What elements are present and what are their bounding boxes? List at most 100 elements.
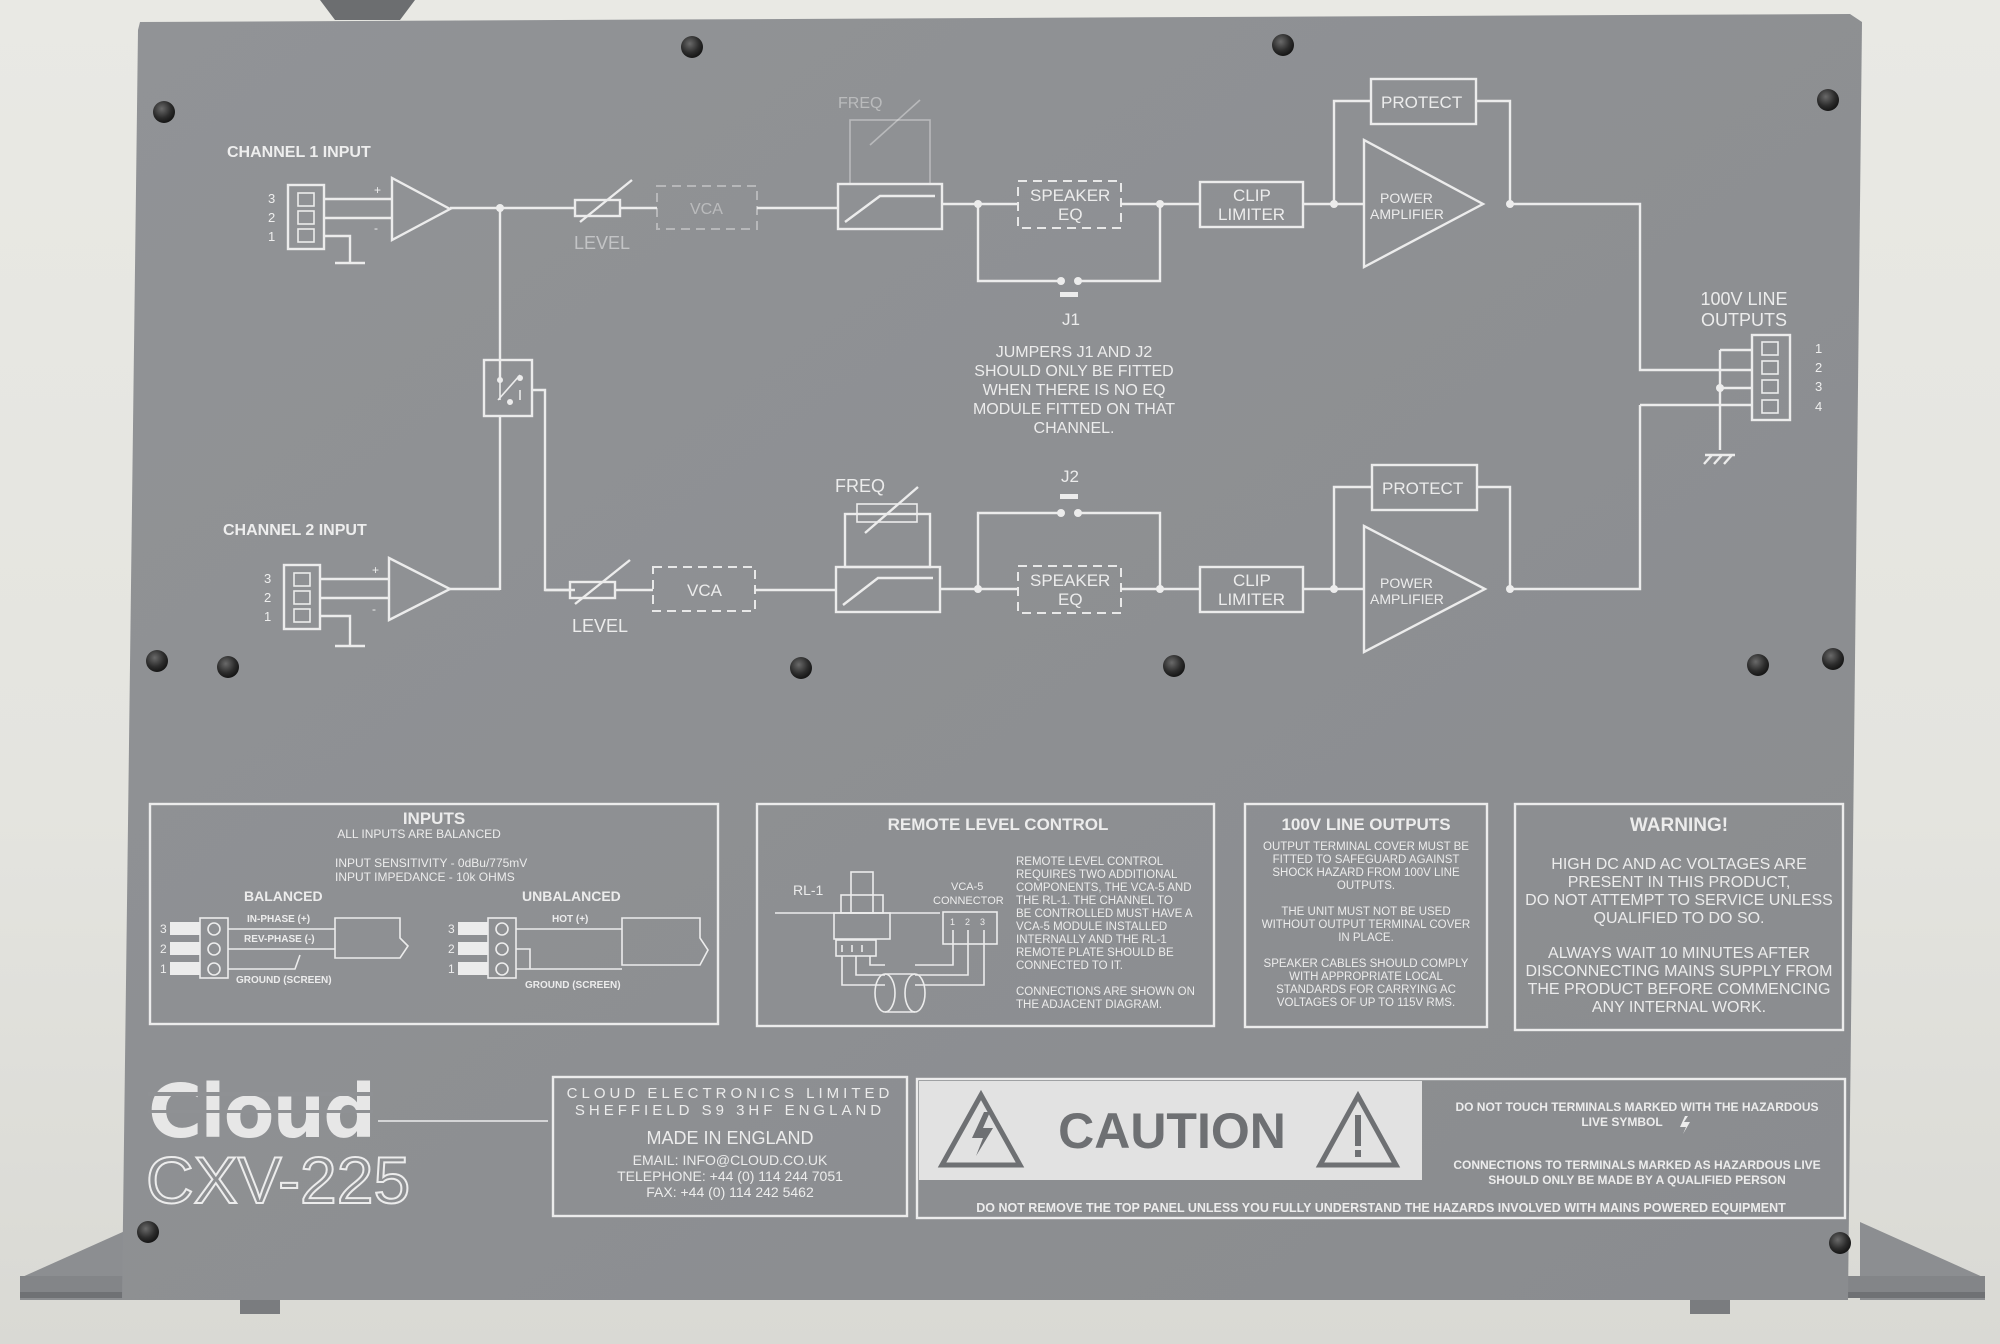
svg-text:VCA: VCA [687,581,723,600]
svg-text:EQ: EQ [1058,205,1083,224]
svg-text:4: 4 [1815,399,1822,414]
screw [153,101,175,123]
svg-text:HIGH DC AND AC VOLTAGES ARE: HIGH DC AND AC VOLTAGES ARE [1551,856,1806,873]
svg-text:AMPLIFIER: AMPLIFIER [1370,206,1444,222]
svg-text:CHANNEL.: CHANNEL. [1034,420,1115,437]
channel-1-input-label: CHANNEL 1 INPUT [227,144,371,161]
svg-text:CLIP: CLIP [1233,186,1271,205]
svg-text:1: 1 [1815,341,1822,356]
svg-text:SHOULD ONLY BE FITTED: SHOULD ONLY BE FITTED [974,363,1173,380]
svg-text:IN PLACE.: IN PLACE. [1338,932,1394,944]
svg-text:REMOTE PLATE SHOULD BE: REMOTE PLATE SHOULD BE [1016,947,1174,959]
caution-panel: CAUTION DO NOT TOUCH TERMINALS MARKED WI… [915,1077,1847,1220]
svg-text:100V LINE: 100V LINE [1700,289,1787,309]
svg-text:BE CONTROLLED MUST HAVE A: BE CONTROLLED MUST HAVE A [1016,908,1193,920]
svg-text:SPEAKER: SPEAKER [1030,571,1110,590]
svg-text:THE UNIT MUST NOT BE USED: THE UNIT MUST NOT BE USED [1281,906,1450,918]
svg-text:3: 3 [264,571,271,586]
svg-text:BALANCED: BALANCED [244,888,323,904]
svg-text:3: 3 [268,191,275,206]
svg-text:-: - [372,602,376,616]
svg-text:TELEPHONE: +44 (0) 114 244 705: TELEPHONE: +44 (0) 114 244 7051 [617,1168,843,1184]
svg-text:PROTECT: PROTECT [1381,93,1462,112]
svg-text:2: 2 [264,590,271,605]
svg-text:IN-PHASE (+): IN-PHASE (+) [247,914,310,925]
svg-text:FAX: +44 (0) 114 242 5462: FAX: +44 (0) 114 242 5462 [646,1184,814,1200]
svg-text:2: 2 [160,942,167,956]
screw [146,650,168,672]
caution-text: CAUTION [1058,1103,1286,1159]
svg-text:FREQ: FREQ [838,95,882,112]
svg-text:SHOULD ONLY BE MADE BY A QUALI: SHOULD ONLY BE MADE BY A QUALIFIED PERSO… [1488,1173,1786,1187]
model-name: CXV-225 [146,1143,410,1217]
svg-text:VCA: VCA [690,201,723,218]
svg-text:ANY INTERNAL WORK.: ANY INTERNAL WORK. [1592,999,1766,1016]
svg-text:1: 1 [448,962,455,976]
top-bracket [320,0,415,20]
svg-text:CONNECTOR: CONNECTOR [933,895,1004,907]
screw [137,1221,159,1243]
svg-text:MODULE FITTED ON THAT: MODULE FITTED ON THAT [973,401,1175,418]
brand-block: Cloud CXV-225 [145,1069,548,1218]
svg-text:REMOTE LEVEL CONTROL: REMOTE LEVEL CONTROL [1016,856,1164,868]
svg-text:THE ADJACENT DIAGRAM.: THE ADJACENT DIAGRAM. [1016,999,1162,1011]
svg-text:1: 1 [264,609,271,624]
svg-text:JUMPERS J1 AND J2: JUMPERS J1 AND J2 [996,344,1153,361]
svg-text:FREQ: FREQ [835,476,885,496]
svg-text:HOT (+): HOT (+) [552,914,588,925]
svg-text:CONNECTIONS ARE SHOWN ON: CONNECTIONS ARE SHOWN ON [1016,986,1195,998]
svg-text:ALL INPUTS ARE BALANCED: ALL INPUTS ARE BALANCED [337,827,501,841]
svg-text:WARNING!: WARNING! [1630,815,1728,836]
svg-text:100V LINE OUTPUTS: 100V LINE OUTPUTS [1281,815,1450,834]
svg-text:AMPLIFIER: AMPLIFIER [1370,591,1444,607]
svg-text:+: + [372,563,379,577]
svg-text:3: 3 [980,917,985,927]
screw [1829,1232,1851,1254]
svg-text:QUALIFIED TO DO SO.: QUALIFIED TO DO SO. [1594,910,1765,927]
svg-text:CLIP: CLIP [1233,571,1271,590]
channel-2-path: CHANNEL 2 INPUT 3 2 1 + - LEVEL VCA FREQ… [223,405,1642,654]
svg-text:1: 1 [160,962,167,976]
svg-text:POWER: POWER [1380,190,1433,206]
svg-text:RL-1: RL-1 [793,882,824,898]
svg-text:J2: J2 [1061,467,1079,486]
manufacturer-box: CLOUD ELECTRONICS LIMITED SHEFFIELD S9 3… [551,1075,909,1218]
svg-text:LEVEL: LEVEL [572,616,628,636]
svg-text:OUTPUTS: OUTPUTS [1701,310,1787,330]
screw [1747,654,1769,676]
svg-text:OUTPUT TERMINAL COVER MUST BE: OUTPUT TERMINAL COVER MUST BE [1263,841,1469,853]
svg-text:LIMITER: LIMITER [1218,590,1285,609]
screw [1163,655,1185,677]
svg-text:GROUND (SCREEN): GROUND (SCREEN) [525,980,621,991]
svg-text:REMOTE LEVEL CONTROL: REMOTE LEVEL CONTROL [888,815,1109,834]
svg-text:UNBALANCED: UNBALANCED [522,888,621,904]
screw [790,657,812,679]
screw [1822,648,1844,670]
svg-text:LEVEL: LEVEL [574,233,630,253]
svg-text:INPUT IMPEDANCE - 10k OHMS: INPUT IMPEDANCE - 10k OHMS [335,870,515,884]
line-outputs-info-box: 100V LINE OUTPUTS OUTPUT TERMINAL COVER … [1243,802,1489,1029]
svg-text:THE PRODUCT BEFORE COMMENCING: THE PRODUCT BEFORE COMMENCING [1528,981,1831,998]
svg-text:STANDARDS FOR CARRYING AC: STANDARDS FOR CARRYING AC [1276,984,1456,996]
svg-text:3: 3 [1815,379,1822,394]
svg-text:PROTECT: PROTECT [1382,479,1463,498]
svg-text:WITHOUT OUTPUT TERMINAL COVER: WITHOUT OUTPUT TERMINAL COVER [1262,919,1471,931]
svg-text:LIVE SYMBOL: LIVE SYMBOL [1581,1115,1662,1129]
svg-text:CONNECTIONS TO TERMINALS MARKE: CONNECTIONS TO TERMINALS MARKED AS HAZAR… [1453,1158,1820,1172]
svg-text:REV-PHASE (-): REV-PHASE (-) [244,934,315,945]
svg-text:DISCONNECTING MAINS SUPPLY FRO: DISCONNECTING MAINS SUPPLY FROM [1526,963,1833,980]
svg-text:2: 2 [1815,360,1822,375]
svg-text:WHEN THERE IS NO EQ: WHEN THERE IS NO EQ [983,382,1166,399]
svg-text:EQ: EQ [1058,590,1083,609]
screw [681,36,703,58]
channel-2-input-label: CHANNEL 2 INPUT [223,522,367,539]
svg-text:INPUT SENSITIVITY - 0dBu/775mV: INPUT SENSITIVITY - 0dBu/775mV [335,856,527,870]
svg-text:INTERNALLY AND THE RL-1: INTERNALLY AND THE RL-1 [1016,934,1167,946]
svg-text:J1: J1 [1062,310,1080,329]
svg-text:1: 1 [268,229,275,244]
svg-text:DO NOT REMOVE THE TOP PANEL UN: DO NOT REMOVE THE TOP PANEL UNLESS YOU F… [976,1201,1786,1215]
hazard-symbol-icon [1680,1116,1690,1134]
hazardous-live-icon [937,1089,1025,1168]
svg-text:THE RL-1. THE CHANNEL TO: THE RL-1. THE CHANNEL TO [1016,895,1173,907]
svg-text:CLOUD ELECTRONICS LIMITED: CLOUD ELECTRONICS LIMITED [567,1085,894,1102]
